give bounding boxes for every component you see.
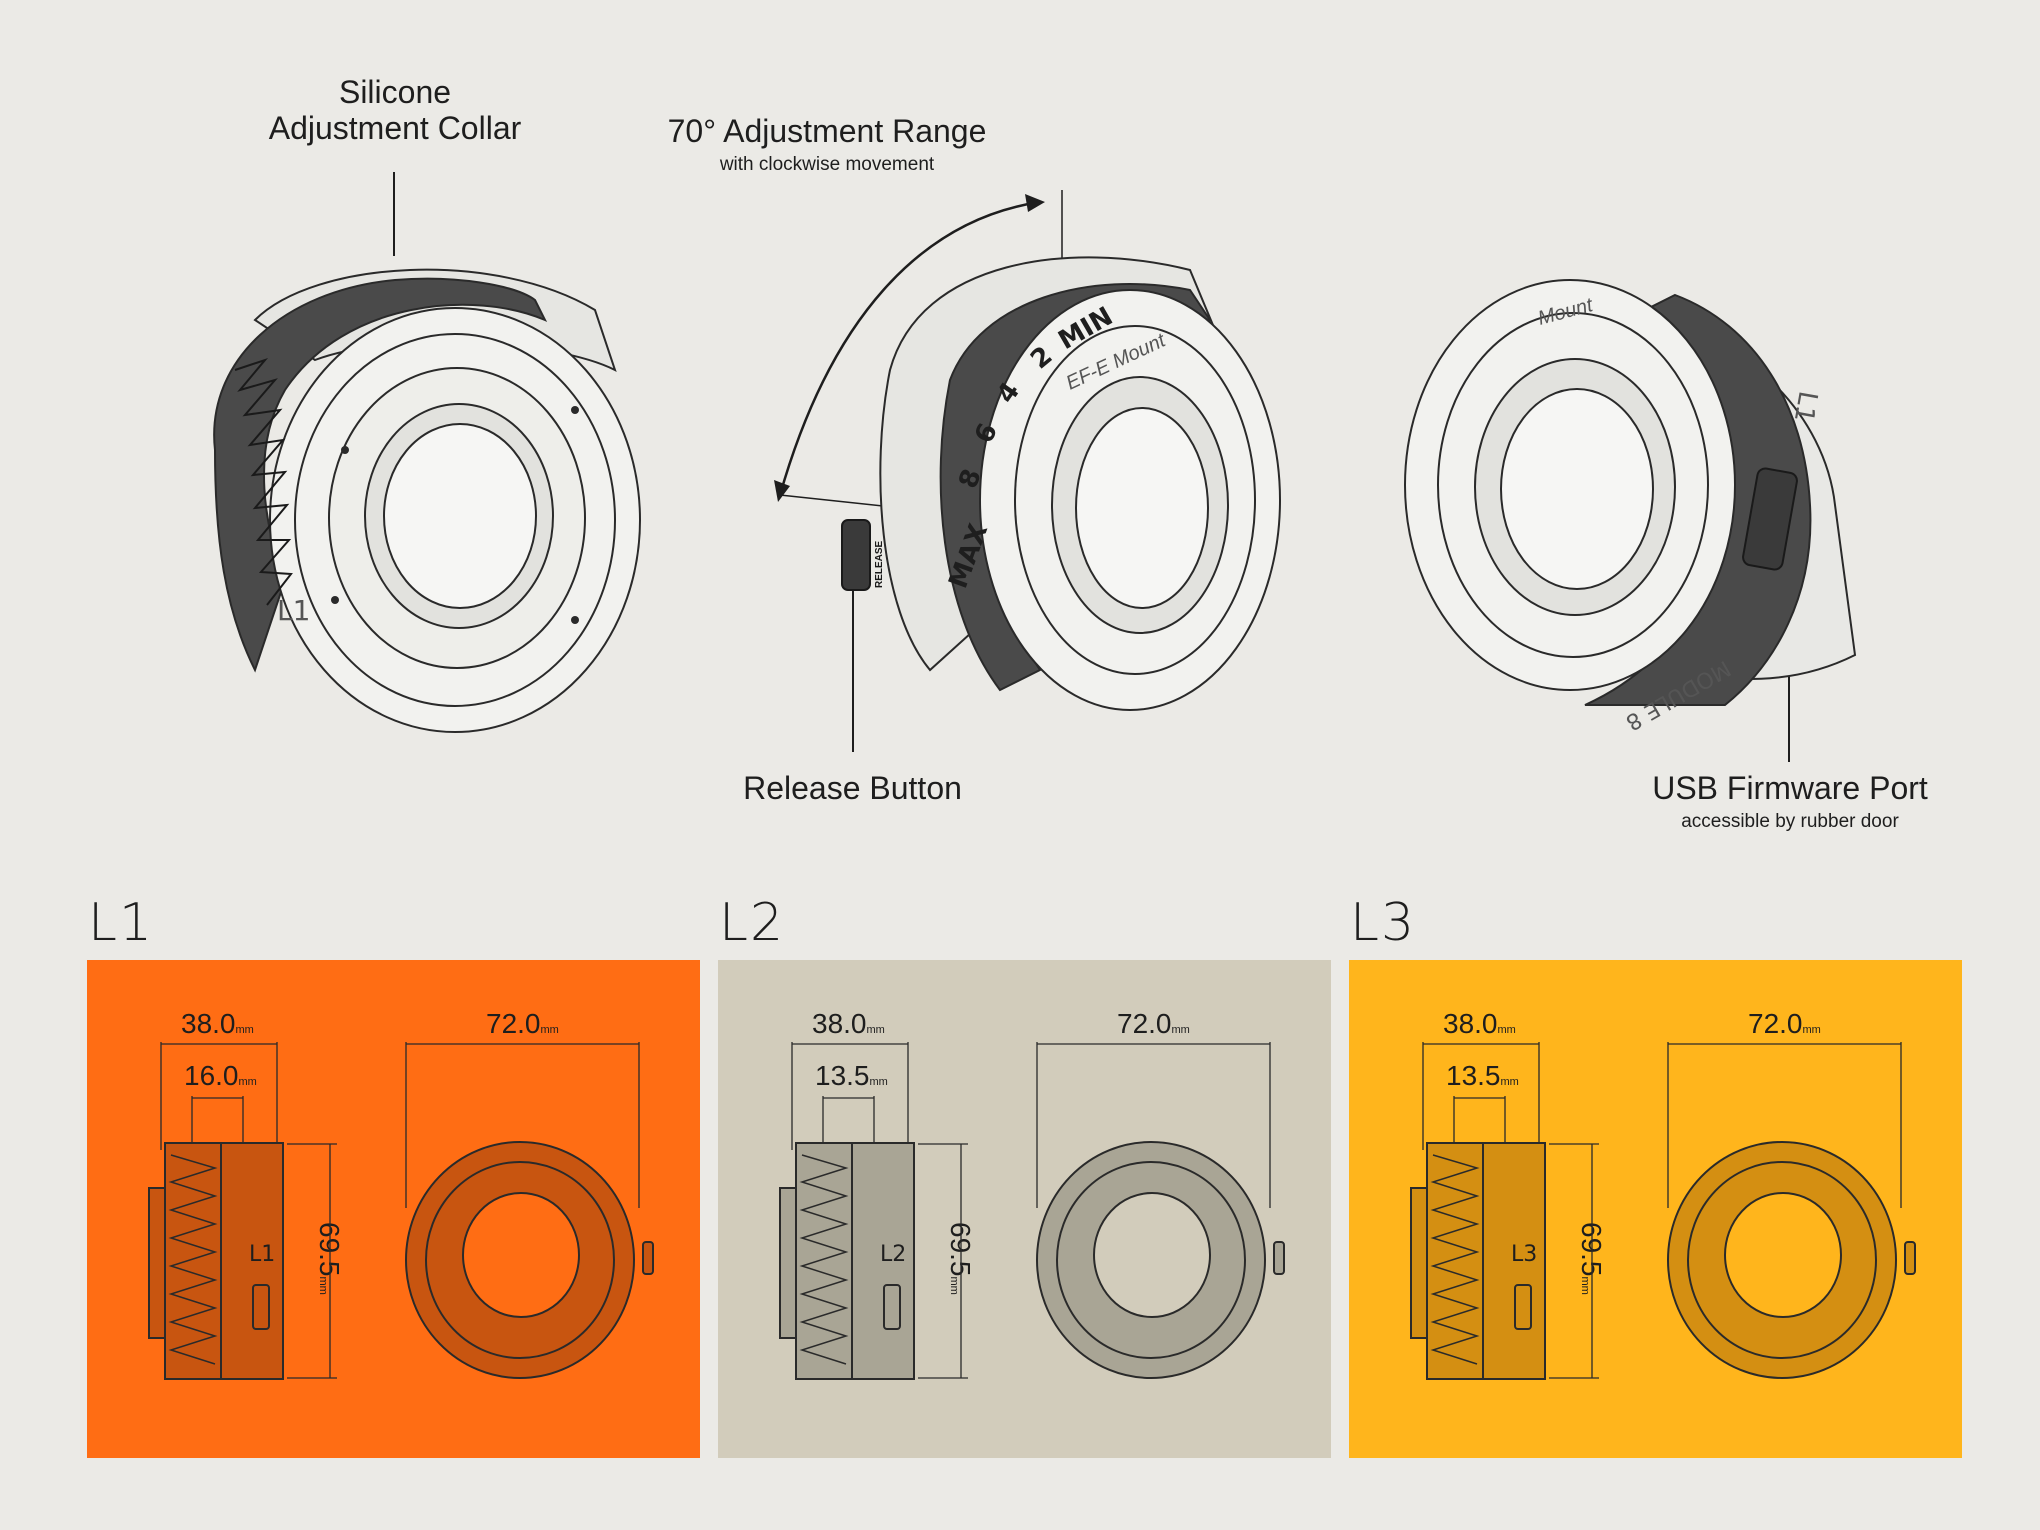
usb-callout: USB Firmware Port accessible by rubber d… bbox=[1610, 770, 1970, 832]
outer-width-dimension: 38.0mm bbox=[812, 1008, 885, 1039]
side-model-badge: L3 bbox=[1511, 1242, 1538, 1267]
side-profile bbox=[148, 1142, 284, 1380]
side-profile bbox=[779, 1142, 915, 1380]
variant-panel-l3: 38.0mm 13.5mm 72.0mm 69.5mm bbox=[1349, 960, 1962, 1458]
release-leader-line bbox=[852, 590, 854, 752]
collar-callout: Silicone Adjustment Collar bbox=[235, 74, 555, 147]
release-callout: Release Button bbox=[700, 770, 1005, 807]
collar-leader-line bbox=[393, 172, 395, 256]
lens-adapter-collar-view: L1 bbox=[213, 268, 641, 733]
variant-drawing bbox=[779, 1042, 1285, 1380]
side-grip-pattern bbox=[799, 1154, 849, 1365]
release-button bbox=[841, 519, 871, 591]
range-arc-arrow bbox=[778, 200, 1041, 496]
range-callout: 70° Adjustment Range with clockwise move… bbox=[620, 113, 1034, 175]
inner-width-dimension: 13.5mm bbox=[815, 1060, 888, 1091]
front-profile bbox=[1036, 1141, 1285, 1379]
side-grip-pattern bbox=[168, 1154, 218, 1365]
inner-width-dimension: 16.0mm bbox=[184, 1060, 257, 1091]
variant-label-l1: L1 bbox=[88, 893, 155, 953]
diameter-dimension: 72.0mm bbox=[486, 1008, 559, 1039]
variant-label-l2: L2 bbox=[719, 893, 786, 953]
lens-adapter-range-view: RELEASE MAX 8 6 4 2 MIN EF-E Mount bbox=[774, 190, 1281, 711]
release-button-text: RELEASE bbox=[874, 540, 885, 588]
range-callout-subtitle: with clockwise movement bbox=[719, 153, 935, 175]
collar-callout-line2: Adjustment Collar bbox=[268, 109, 522, 146]
lens-adapter-rear-view: Mount MODULE 8 L1 bbox=[1404, 279, 1857, 735]
lens-model-mark: L1 bbox=[277, 594, 310, 627]
diameter-dimension: 72.0mm bbox=[1117, 1008, 1190, 1039]
usb-callout-subtitle: accessible by rubber door bbox=[1681, 810, 1899, 832]
range-callout-title: 70° Adjustment Range bbox=[667, 113, 987, 149]
usb-port-rubber-door bbox=[1742, 467, 1798, 571]
inner-width-dimension: 13.5mm bbox=[1446, 1060, 1519, 1091]
rear-model-mark: L1 bbox=[1788, 389, 1823, 425]
side-grip-pattern bbox=[1430, 1154, 1480, 1365]
side-model-badge: L1 bbox=[249, 1242, 276, 1267]
usb-callout-title: USB Firmware Port bbox=[1652, 770, 1928, 806]
variant-drawing bbox=[1410, 1042, 1916, 1380]
variant-drawing bbox=[148, 1042, 654, 1380]
variant-panel-l2: 38.0mm 13.5mm 72.0mm 69.5mm bbox=[718, 960, 1331, 1458]
release-callout-title: Release Button bbox=[743, 770, 962, 806]
outer-width-dimension: 38.0mm bbox=[1443, 1008, 1516, 1039]
side-profile bbox=[1410, 1142, 1546, 1380]
diameter-dimension: 72.0mm bbox=[1748, 1008, 1821, 1039]
collar-callout-line1: Silicone bbox=[338, 74, 452, 110]
side-model-badge: L2 bbox=[880, 1242, 907, 1267]
outer-width-dimension: 38.0mm bbox=[181, 1008, 254, 1039]
front-profile bbox=[405, 1141, 654, 1379]
front-profile bbox=[1667, 1141, 1916, 1379]
variant-panel-l1: 38.0mm 16.0mm 72.0mm 69.5mm bbox=[87, 960, 700, 1458]
variant-label-l3: L3 bbox=[1350, 893, 1417, 953]
collar-grip-pattern bbox=[234, 357, 293, 606]
